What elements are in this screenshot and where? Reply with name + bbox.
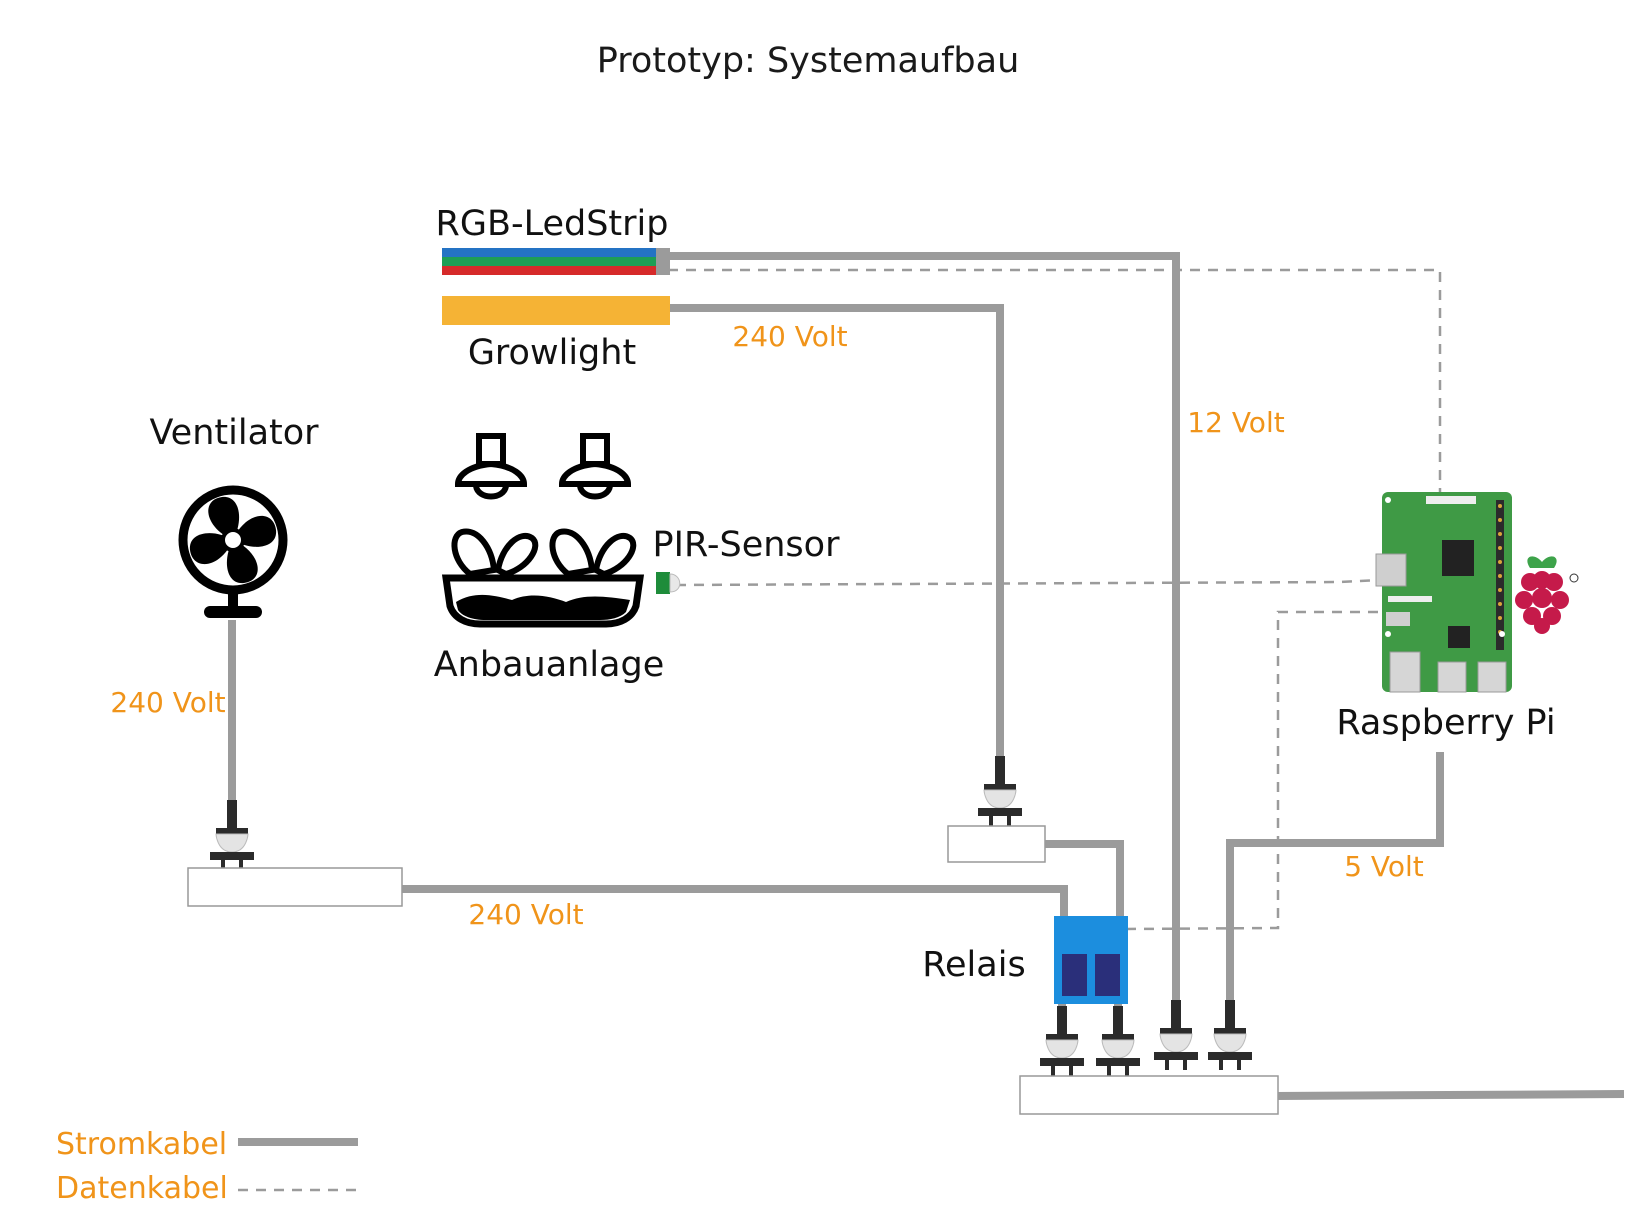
legend-power-label: Stromkabel bbox=[56, 1127, 227, 1162]
plug-icon bbox=[1154, 1000, 1198, 1070]
plug-icon bbox=[1208, 1000, 1252, 1070]
power-strip-left bbox=[187, 867, 403, 907]
led-red-band bbox=[442, 266, 656, 275]
power-strip-main bbox=[1019, 1075, 1279, 1115]
pi-voltage: 5 Volt bbox=[1344, 850, 1424, 883]
ventilator-label: Ventilator bbox=[149, 413, 319, 453]
growlight-voltage: 240 Volt bbox=[732, 320, 847, 353]
ledstrip-power-cable bbox=[668, 252, 1180, 1000]
relay-icon bbox=[1054, 916, 1128, 1004]
growlight-bar bbox=[442, 296, 670, 325]
raspberry-pi-board-icon bbox=[1375, 492, 1512, 693]
smallstrip-relay-cable bbox=[1043, 840, 1124, 916]
relais-label: Relais bbox=[922, 945, 1025, 985]
relay-data-cable bbox=[1125, 610, 1380, 931]
growlight-label: Growlight bbox=[468, 333, 636, 373]
lamp-icon bbox=[454, 433, 528, 500]
growlight-power-cable bbox=[668, 304, 1004, 760]
plug-icon bbox=[1040, 1006, 1084, 1076]
lamp-icon bbox=[558, 433, 632, 500]
led-green-band bbox=[442, 257, 656, 266]
fan-icon bbox=[178, 485, 288, 618]
ledstrip-voltage: 12 Volt bbox=[1187, 406, 1284, 439]
plant-tray-icon bbox=[441, 528, 645, 628]
pi-power-cable bbox=[1226, 752, 1444, 1000]
power-strip-voltage: 240 Volt bbox=[468, 898, 583, 931]
rgb-ledstrip-label: RGB-LedStrip bbox=[436, 204, 669, 244]
ventilator-voltage: 240 Volt bbox=[110, 686, 225, 719]
rgb-ledstrip bbox=[442, 248, 670, 275]
pir-sensor-icon bbox=[656, 572, 681, 594]
legend: Stromkabel Datenkabel bbox=[56, 1127, 358, 1206]
anbauanlage-label: Anbauanlage bbox=[434, 645, 665, 685]
plug-icon bbox=[978, 756, 1022, 826]
pir-sensor-label: PIR-Sensor bbox=[653, 525, 841, 565]
led-connector bbox=[656, 248, 670, 275]
raspberry-logo-icon bbox=[1515, 556, 1579, 634]
legend-data-label: Datenkabel bbox=[56, 1171, 228, 1206]
power-strip-small bbox=[947, 825, 1046, 863]
led-blue-band bbox=[442, 248, 656, 257]
plug-icon bbox=[210, 800, 254, 870]
data-cables bbox=[668, 268, 1442, 931]
ledstrip-data-cable bbox=[668, 268, 1442, 492]
raspberry-pi-label: Raspberry Pi bbox=[1336, 703, 1555, 743]
pir-data-cable bbox=[675, 578, 1381, 587]
leftstrip-relay-cable bbox=[400, 885, 1068, 916]
diagram-title: Prototyp: Systemaufbau bbox=[597, 41, 1020, 81]
plug-icon bbox=[1096, 1006, 1140, 1076]
mains-cable bbox=[1275, 1090, 1625, 1100]
